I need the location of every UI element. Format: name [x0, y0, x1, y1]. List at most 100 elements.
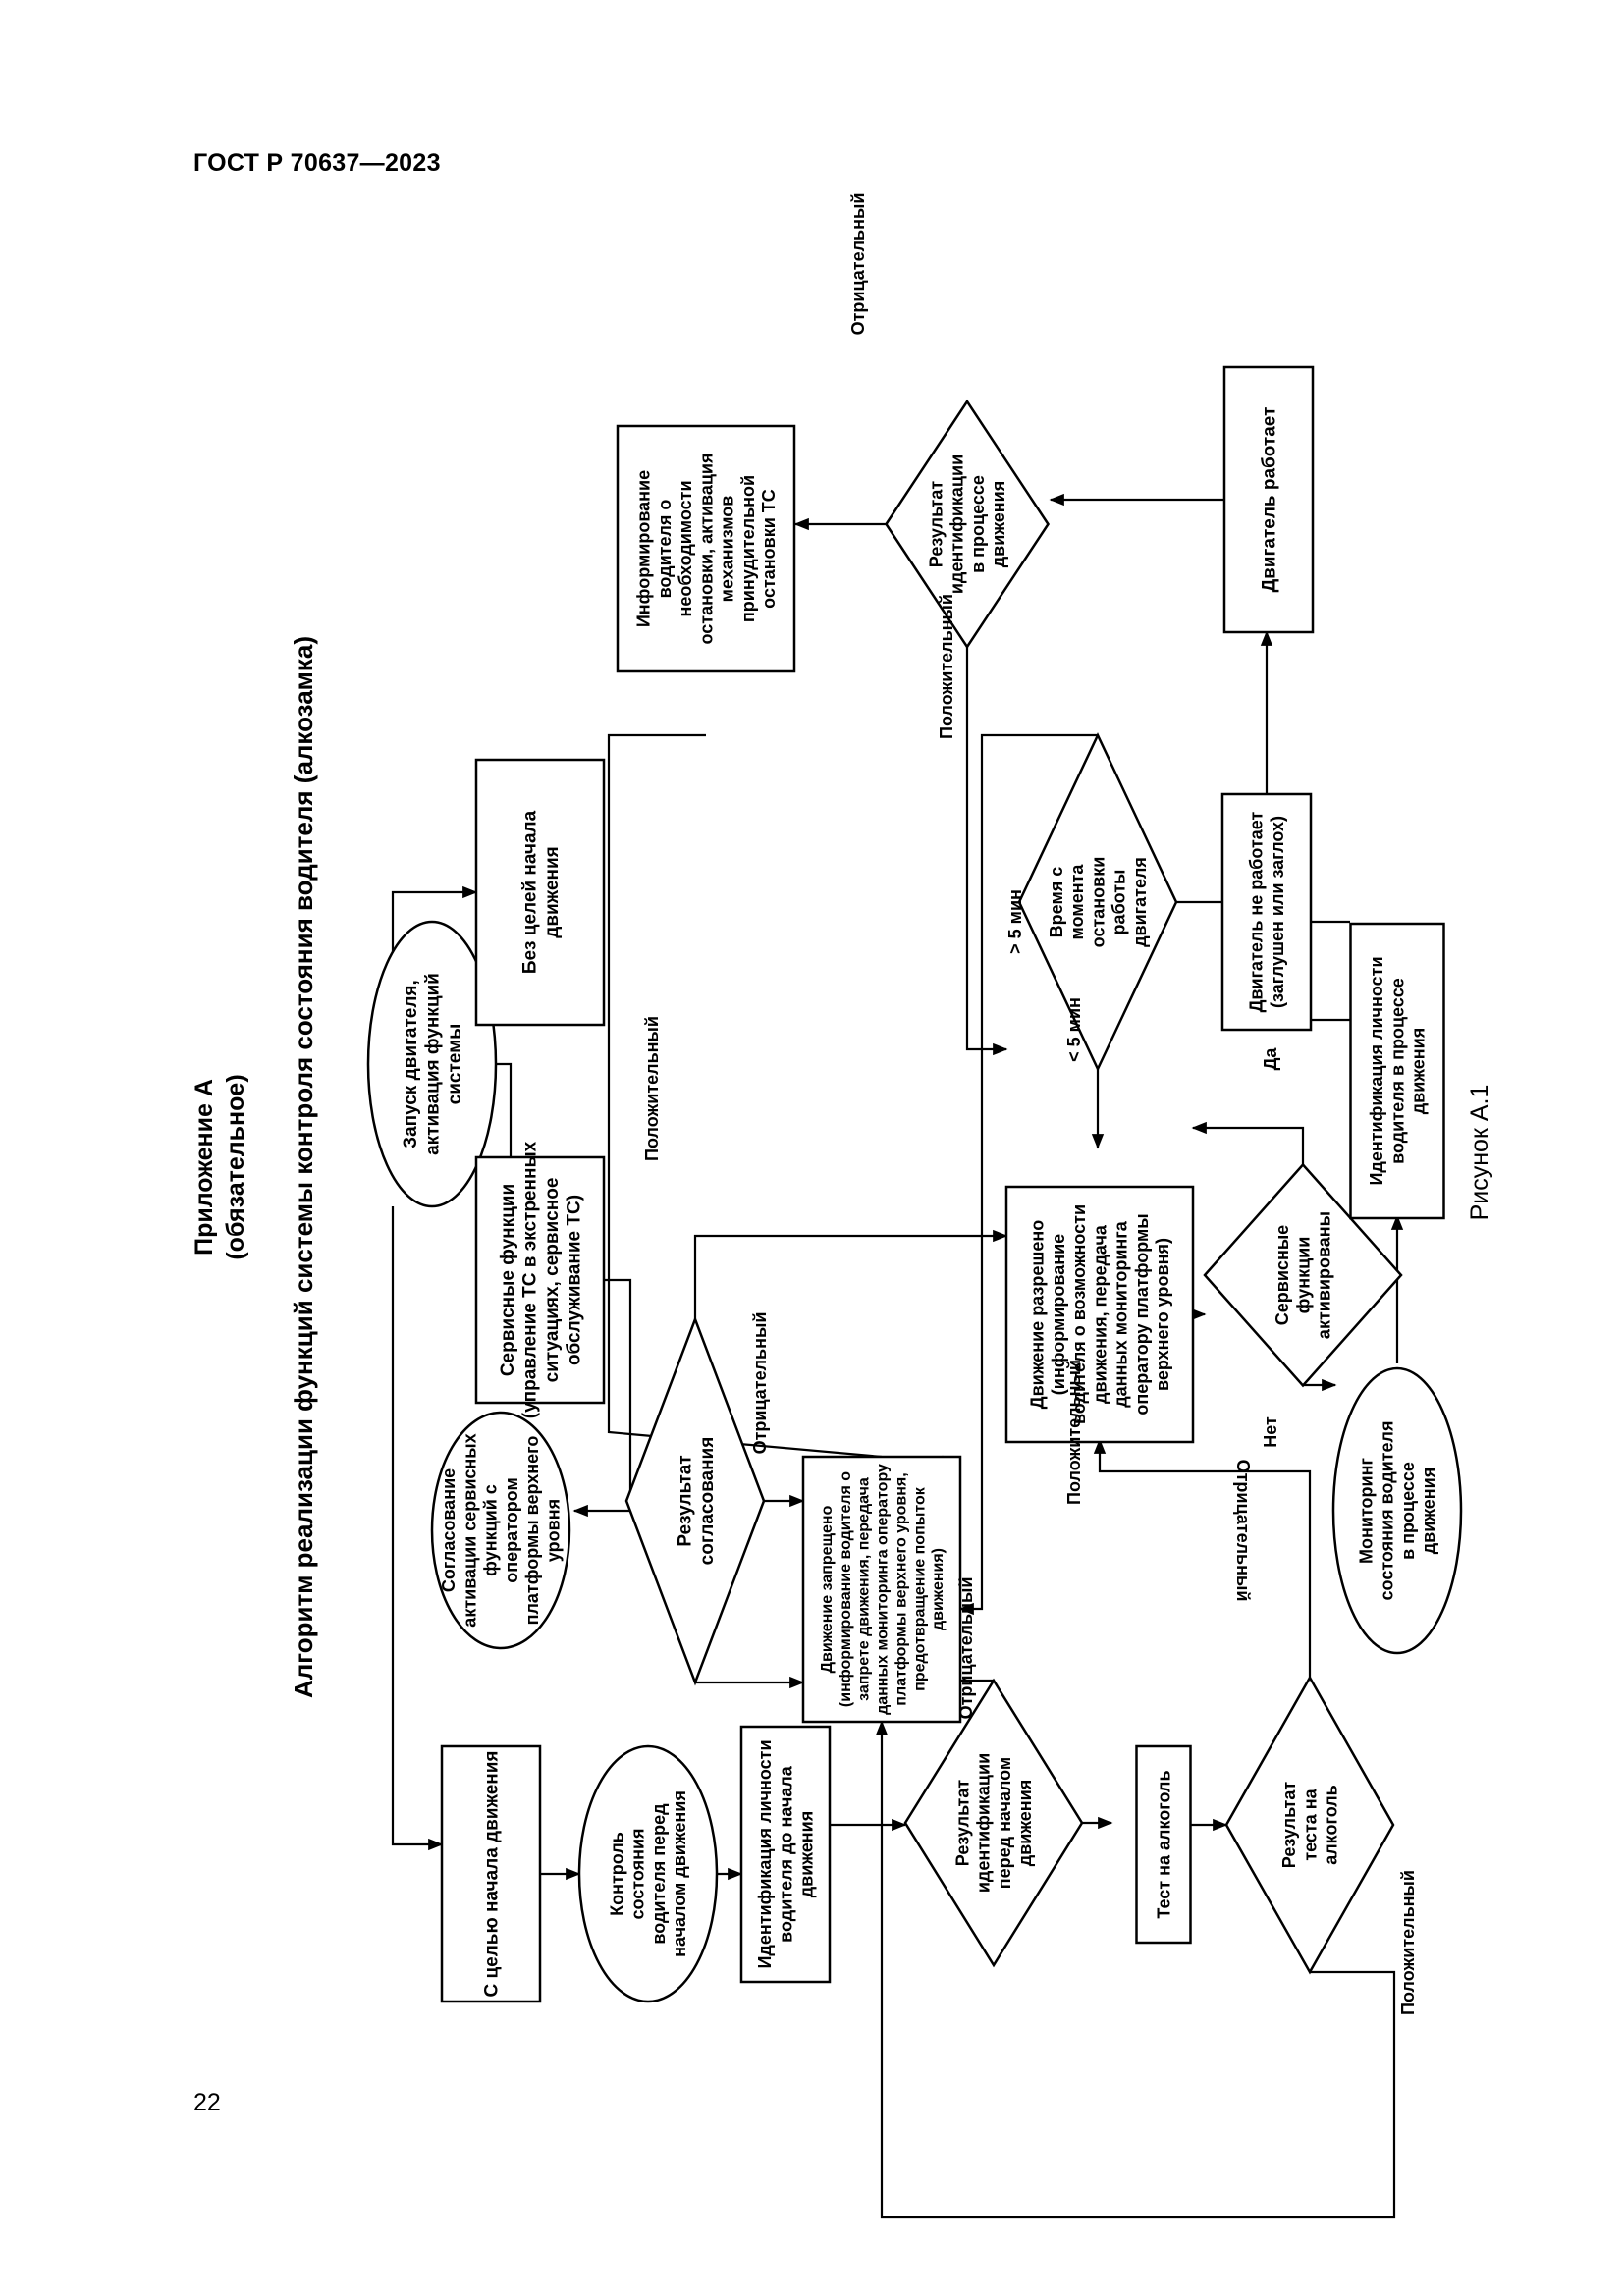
node-ident-text: водителя до начала — [776, 1765, 795, 1943]
node-goal-text: С целью начала движения — [482, 1750, 503, 1997]
node-ident2-text: водителя в процессе — [1387, 978, 1407, 1164]
edge-label-positive: Положительный — [642, 1016, 662, 1161]
node-ident2-text: движения — [1409, 1028, 1429, 1115]
node-svc-res-text: Сервисные — [1272, 1225, 1292, 1325]
node-allow-text: Движение разрешено — [1028, 1220, 1048, 1410]
node-ident-res2-text: в процессе — [968, 475, 988, 573]
node-start-text: системы — [445, 1024, 465, 1105]
node-eng-off-text: Двигатель не работает — [1247, 811, 1267, 1012]
node-eng-on-rect — [1222, 365, 1315, 634]
edge-testres-forbid — [875, 1720, 1396, 2219]
node-allow-text: верхнего уровня) — [1153, 1238, 1172, 1391]
node-svc-res-text: активированы — [1315, 1211, 1334, 1339]
node-coord-text: платформы верхнего — [522, 1436, 542, 1626]
node-test-res-text: теста на — [1300, 1788, 1320, 1860]
node-forbid-text: (информирование водителя о — [838, 1471, 854, 1707]
node-no-goal-text: движения — [542, 846, 563, 937]
node-inform-stop-text: принудительной — [738, 475, 758, 622]
edge-time-forbid — [958, 733, 1098, 1616]
node-coord-res-diamond — [624, 1315, 766, 1686]
edge-label-negative: Отрицательный — [956, 1577, 976, 1720]
node-ident-res2-diamond — [885, 399, 1050, 650]
node-coord-text: оператором — [502, 1477, 521, 1583]
node-inform-stop-rect — [616, 424, 796, 673]
node-inform-stop-text: Информирование — [634, 470, 654, 627]
node-control-text: началом движения — [670, 1790, 689, 1957]
node-monitor-text: движения — [1419, 1468, 1438, 1555]
node-service-text: обслуживание ТС) — [564, 1195, 584, 1365]
edge-label-negative: Отрицательный — [750, 1312, 770, 1455]
edge-label-positive: Положительный — [1398, 1870, 1418, 2015]
edge-coordres-allow — [693, 1229, 1008, 1319]
edge-label-no: Нет — [1261, 1416, 1280, 1448]
node-no-goal-rect — [474, 758, 606, 1027]
node-time-text: Время с — [1047, 867, 1066, 938]
node-coord-ellipse — [430, 1411, 571, 1650]
node-control-text: Контроль — [607, 1832, 626, 1916]
node-allow-text: оператору платформы — [1132, 1213, 1152, 1415]
edge-testres-allow — [1093, 1438, 1312, 1678]
node-coord-res-text: Результат — [675, 1455, 695, 1546]
node-monitor-text: состояния водителя — [1378, 1421, 1397, 1601]
node-service-text: Сервисные функции — [498, 1184, 518, 1376]
node-allow-rect — [1004, 1185, 1195, 1444]
node-ident-text: Идентификация личности — [755, 1739, 775, 1968]
node-monitor-text: в процессе — [1398, 1462, 1418, 1560]
node-test-res-text: Результат — [1279, 1782, 1299, 1869]
node-allow-text: водителя о возможности — [1069, 1204, 1089, 1424]
node-allow-text: (информирование — [1049, 1234, 1068, 1395]
node-forbid-text: запрете движения, передача — [856, 1477, 873, 1701]
edge-label-positive: Положительный — [937, 594, 956, 739]
node-inform-stop-text: механизмов — [718, 496, 737, 603]
figure-caption: Рисунок А.1 — [1466, 1085, 1493, 1221]
node-inform-stop-text: водителя о — [655, 500, 675, 599]
node-coord-text: Согласование — [439, 1468, 459, 1592]
appendix-note: (обязательное) — [222, 1074, 249, 1259]
node-eng-off-text: (заглушен или заглох) — [1268, 816, 1287, 1008]
node-eng-off-rect — [1220, 792, 1313, 1032]
node-ident-res-text: движения — [1015, 1780, 1035, 1867]
node-svc-res-text: функции — [1293, 1237, 1313, 1314]
node-time-text: двигателя — [1130, 857, 1150, 947]
node-coord-res-text: согласования — [697, 1437, 718, 1566]
node-test-text: Тест на алкоголь — [1154, 1770, 1173, 1918]
edge-label-negative: Отрицательный — [1233, 1460, 1253, 1602]
node-start-text: активация функций — [423, 973, 444, 1155]
node-control-ellipse — [577, 1744, 719, 2003]
node-monitor-text: Мониторинг — [1356, 1458, 1376, 1564]
node-service-text: ситуациях, сервисное — [542, 1178, 563, 1383]
node-ident-text: движения — [797, 1811, 817, 1898]
edge-start-goal — [391, 1206, 444, 1851]
node-inform-stop-text: остановки, активация — [696, 454, 716, 645]
node-inform-stop-text: остановки ТС — [759, 489, 779, 609]
node-ident2-rect — [1349, 922, 1445, 1220]
node-forbid-rect — [801, 1455, 962, 1724]
node-service-text: (управление ТС в экстренных — [519, 1141, 540, 1418]
node-allow-text: движения, передача — [1090, 1224, 1110, 1404]
node-time-text: работы — [1110, 870, 1129, 935]
edge-label-negative: Отрицательный — [848, 193, 868, 336]
node-time-diamond — [1017, 732, 1178, 1072]
node-time-text: остановки — [1088, 857, 1108, 948]
node-no-goal-text: Без целей начала — [519, 810, 540, 974]
node-coord-text: активации сервисных — [460, 1433, 479, 1627]
edge-inform-forbid — [607, 733, 883, 1459]
node-forbid-text: Движение запрещено — [819, 1505, 836, 1673]
node-start-ellipse — [366, 920, 498, 1208]
edge-label-under5: < 5 мин — [1064, 997, 1084, 1062]
node-ident-res-text: Результат — [952, 1780, 972, 1867]
node-ident-res-diamond — [903, 1678, 1084, 1968]
edge-label-over5: > 5 мин — [1005, 889, 1025, 954]
edge-label-positive: Положительный — [1064, 1360, 1084, 1505]
node-ident-rect — [739, 1725, 832, 1984]
node-goal-rect — [440, 1744, 542, 2003]
node-time-text: момента — [1067, 864, 1087, 940]
node-test-rect — [1135, 1744, 1192, 1945]
node-ident-res-text: перед началом — [995, 1757, 1014, 1889]
edge-ident2-engoff — [1299, 910, 1350, 1022]
edge-identres2-allow — [965, 647, 1008, 1056]
node-start-text: Запуск двигателя, — [401, 980, 421, 1148]
node-forbid-text: платформы верхнего уровня, — [893, 1472, 909, 1705]
node-forbid-text: данных мониторинга оператору — [875, 1464, 892, 1715]
